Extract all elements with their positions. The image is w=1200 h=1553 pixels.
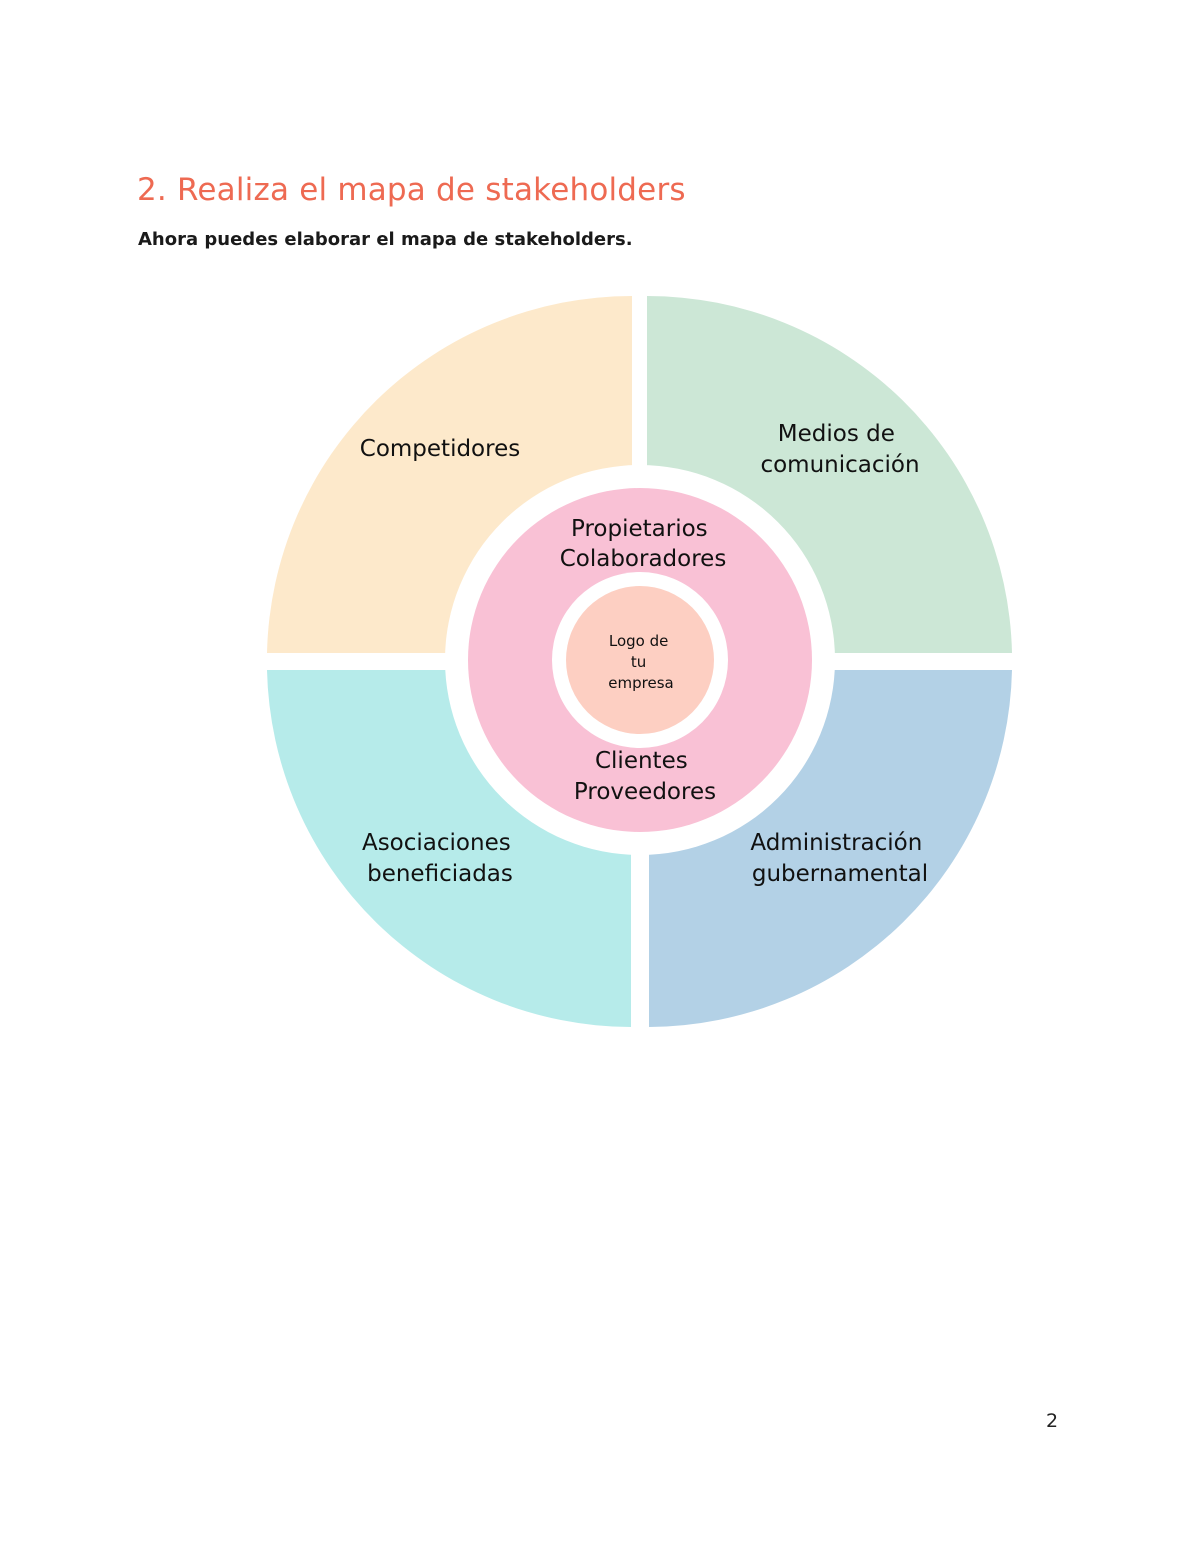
label-competitors: Competidores bbox=[360, 436, 520, 462]
center-circle bbox=[566, 586, 714, 734]
page-number: 2 bbox=[1046, 1410, 1059, 1432]
label-media: Medios de comunicación bbox=[760, 421, 919, 478]
label-clients-suppliers: Clientes Proveedores bbox=[574, 748, 716, 805]
label-owners-collaborators: Propietarios Colaboradores bbox=[560, 516, 727, 572]
page-heading: 2. Realiza el mapa de stakeholders bbox=[137, 172, 686, 208]
label-government: Administración gubernamental bbox=[750, 830, 929, 887]
page-subheading: Ahora puedes elaborar el mapa de stakeho… bbox=[138, 229, 633, 250]
label-company-logo: Logo de tu empresa bbox=[608, 632, 673, 692]
label-associations: Asociaciones beneficiadas bbox=[362, 830, 518, 887]
